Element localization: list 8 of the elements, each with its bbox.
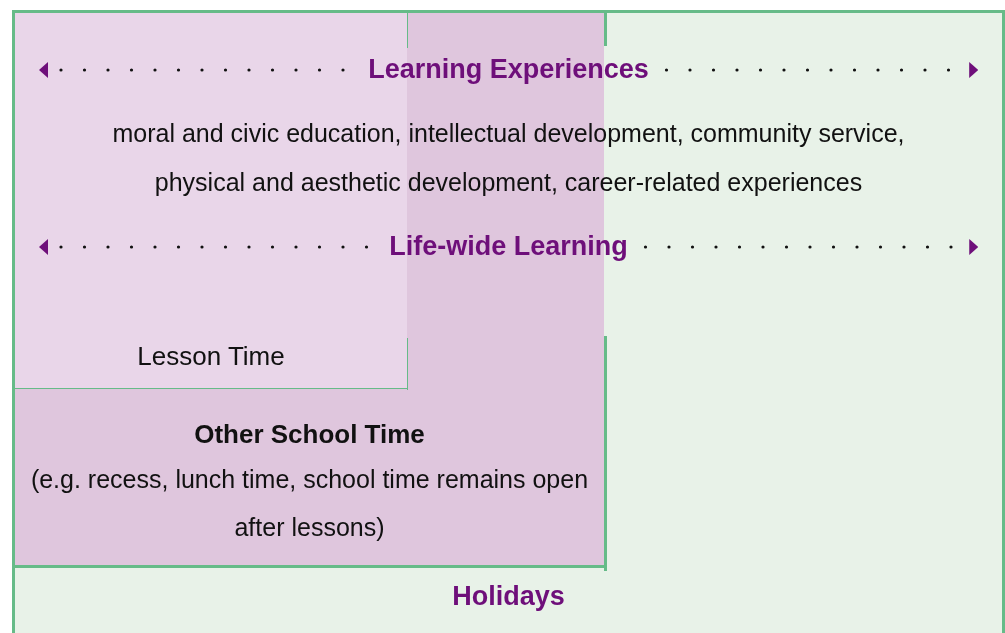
heading-label: Life-wide Learning	[389, 233, 628, 260]
region-label: Holidays	[452, 583, 565, 610]
body-text: moral and civic education, intellectual development, community service, physical and aesthetic development, career-related experiences	[111, 118, 906, 198]
heading-label: Learning Experiences	[368, 56, 649, 83]
region-label: Lesson Time	[137, 343, 285, 369]
region-description: (e.g. recess, lunch time, school time remains open after lessons)	[29, 464, 590, 543]
region-box	[12, 10, 1005, 633]
region-heading: Other School Time	[194, 418, 425, 451]
